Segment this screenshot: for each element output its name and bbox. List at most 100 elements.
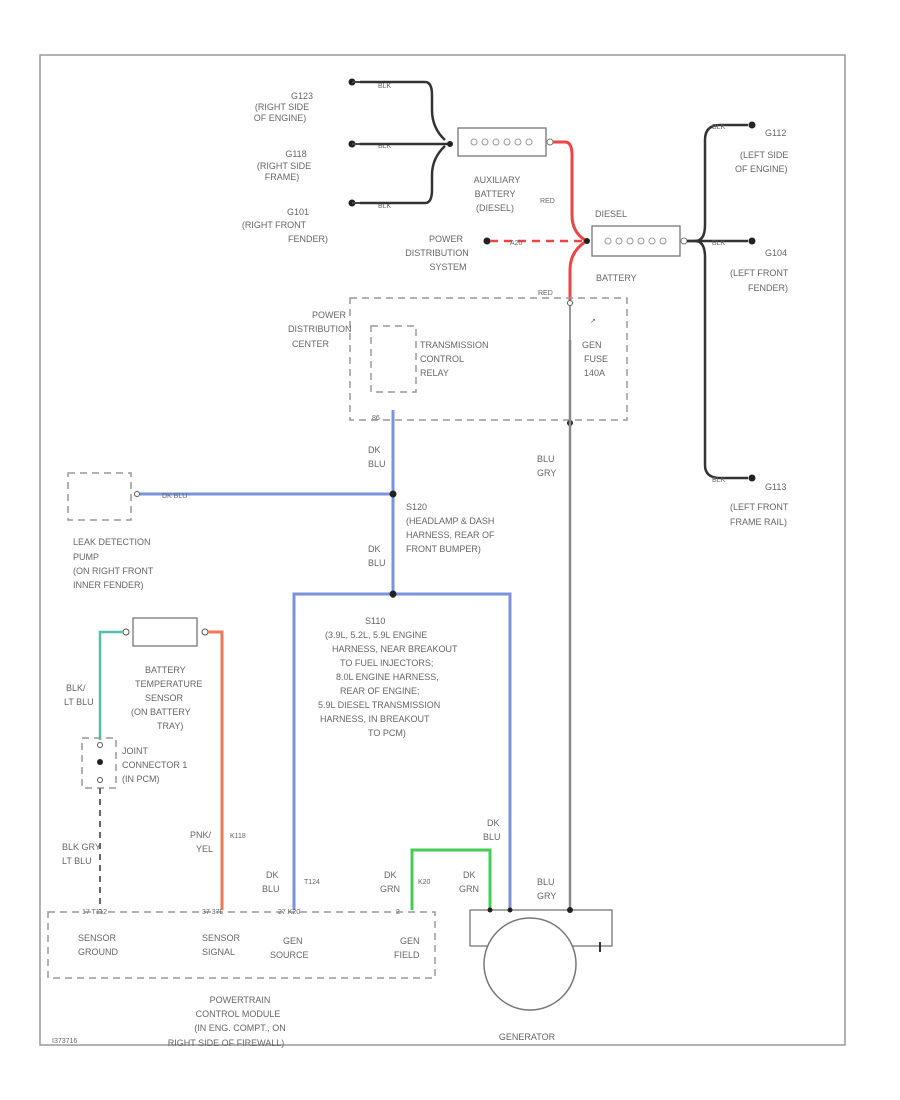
svg-text:(LEFT SIDE: (LEFT SIDE <box>740 150 788 160</box>
svg-text:27 K20: 27 K20 <box>278 909 300 916</box>
svg-text:RIGHT SIDE OF FIREWALL): RIGHT SIDE OF FIREWALL) <box>168 1038 285 1048</box>
svg-text:CONTROL MODULE: CONTROL MODULE <box>196 1009 281 1019</box>
ground-g118: BLK G118 (RIGHT SIDE FRAME) <box>257 140 392 182</box>
svg-text:BLK: BLK <box>378 143 392 150</box>
svg-text:BLU: BLU <box>537 454 555 464</box>
svg-text:LEAK DETECTION: LEAK DETECTION <box>73 537 151 547</box>
svg-text:BLK: BLK <box>378 203 392 210</box>
svg-text:DK: DK <box>368 445 381 455</box>
svg-text:GEN: GEN <box>582 340 602 350</box>
svg-text:17 T112: 17 T112 <box>82 909 107 916</box>
ground-g113: G113 (LEFT FRONT FRAME RAIL) <box>730 482 789 527</box>
svg-text:(DIESEL): (DIESEL) <box>476 203 514 213</box>
svg-text:DK: DK <box>266 870 279 880</box>
svg-text:AUXILIARY: AUXILIARY <box>474 175 521 185</box>
svg-text:FRAME): FRAME) <box>265 172 300 182</box>
svg-text:(HEADLAMP & DASH: (HEADLAMP & DASH <box>406 516 494 526</box>
svg-text:BLU: BLU <box>368 459 386 469</box>
svg-text:CONNECTOR 1: CONNECTOR 1 <box>122 760 187 770</box>
power-distribution-system: A20 POWER DISTRIBUTION SYSTEM <box>405 234 585 272</box>
svg-text:POWER: POWER <box>312 310 347 320</box>
svg-text:BLU: BLU <box>537 877 555 887</box>
svg-text:(ON BATTERY: (ON BATTERY <box>131 707 191 717</box>
battery-temperature-sensor: BATTERY TEMPERATURE SENSOR (ON BATTERY T… <box>122 617 209 731</box>
svg-text:BLK: BLK <box>712 240 726 247</box>
svg-text:S110: S110 <box>365 616 385 626</box>
svg-text:SENSOR: SENSOR <box>145 693 184 703</box>
svg-text:G104: G104 <box>765 248 787 258</box>
g118-id: G118 <box>285 149 306 159</box>
powertrain-control-module: 17 T112 37 37L 27 K20 2 SENSOR GROUND SE… <box>47 909 436 1048</box>
transmission-control-relay: TRANSMISSION CONTROL RELAY <box>370 325 489 393</box>
svg-text:FIELD: FIELD <box>394 950 420 960</box>
svg-text:HARNESS, IN BREAKOUT: HARNESS, IN BREAKOUT <box>320 714 430 724</box>
splice-s110: S110 (3.9L, 5.2L, 5.9L ENGINE HARNESS, N… <box>318 616 458 738</box>
svg-text:GRY: GRY <box>537 468 556 478</box>
svg-text:(IN PCM): (IN PCM) <box>122 774 160 784</box>
svg-text:2: 2 <box>396 909 400 916</box>
ground-g101: BLK G101 (RIGHT FRONT FENDER) <box>242 199 392 244</box>
svg-text:RELAY: RELAY <box>420 368 449 378</box>
g123-id: G123 <box>291 91 313 101</box>
svg-text:CONTROL: CONTROL <box>420 354 464 364</box>
svg-text:8.0L ENGINE HARNESS,: 8.0L ENGINE HARNESS, <box>336 672 439 682</box>
diagram-frame <box>39 54 846 1046</box>
svg-text:5.9L DIESEL TRANSMISSION: 5.9L DIESEL TRANSMISSION <box>318 700 440 710</box>
leak-detection-pump: LEAK DETECTION PUMP (ON RIGHT FRONT INNE… <box>67 472 154 590</box>
svg-text:LT BLU: LT BLU <box>62 856 92 866</box>
wire-label-blk: BLK <box>378 83 392 90</box>
svg-text:PUMP: PUMP <box>73 552 99 562</box>
joint-connector: JOINT CONNECTOR 1 (IN PCM) <box>81 737 187 789</box>
svg-text:(RIGHT FRONT: (RIGHT FRONT <box>242 220 307 230</box>
svg-text:K20: K20 <box>418 879 431 886</box>
svg-text:REAR OF ENGINE;: REAR OF ENGINE; <box>340 686 420 696</box>
diagram-code: I373716 <box>52 1038 77 1045</box>
svg-text:POWERTRAIN: POWERTRAIN <box>210 995 271 1005</box>
svg-text:BLU: BLU <box>483 832 501 842</box>
svg-text:(3.9L, 5.2L, 5.9L ENGINE: (3.9L, 5.2L, 5.9L ENGINE <box>325 630 427 640</box>
svg-text:PNK/: PNK/ <box>190 830 212 840</box>
svg-text:TRAY): TRAY) <box>157 721 183 731</box>
svg-text:CENTER: CENTER <box>292 339 330 349</box>
svg-text:DK: DK <box>463 870 476 880</box>
svg-text:OF ENGINE): OF ENGINE) <box>254 113 307 123</box>
svg-text:FENDER): FENDER) <box>288 234 328 244</box>
svg-text:OF ENGINE): OF ENGINE) <box>735 164 788 174</box>
svg-text:DK: DK <box>384 870 397 880</box>
wire-label-a20: A20 <box>510 240 523 247</box>
pin-sensor-ground: SENSOR <box>78 933 117 943</box>
svg-text:TRANSMISSION: TRANSMISSION <box>420 340 489 350</box>
svg-text:BLK: BLK <box>712 477 726 484</box>
svg-text:FRONT BUMPER): FRONT BUMPER) <box>406 544 481 554</box>
svg-text:140A: 140A <box>584 368 605 378</box>
ground-g123: BLK G123 (RIGHT SIDE OF ENGINE) <box>254 78 392 123</box>
svg-text:BLK: BLK <box>712 124 726 131</box>
svg-text:(IN ENG. COMPT., ON: (IN ENG. COMPT., ON <box>194 1023 286 1033</box>
svg-text:HARNESS, NEAR BREAKOUT: HARNESS, NEAR BREAKOUT <box>332 644 458 654</box>
generator-label: GENERATOR <box>499 1032 556 1042</box>
svg-text:BLU: BLU <box>262 884 280 894</box>
svg-text:37 37L: 37 37L <box>202 909 224 916</box>
svg-text:BLK GRY: BLK GRY <box>62 842 101 852</box>
power-distribution-center: POWER DISTRIBUTION CENTER <box>288 297 628 421</box>
svg-text:GROUND: GROUND <box>78 947 118 957</box>
pin-gen-source: GEN <box>283 936 303 946</box>
svg-text:DISTRIBUTION: DISTRIBUTION <box>288 324 352 334</box>
svg-text:JOINT: JOINT <box>122 746 149 756</box>
svg-text:GRN: GRN <box>380 884 400 894</box>
svg-text:HARNESS, REAR OF: HARNESS, REAR OF <box>406 530 495 540</box>
svg-text:(LEFT FRONT: (LEFT FRONT <box>730 268 789 278</box>
svg-text:FENDER): FENDER) <box>748 283 788 293</box>
svg-text:K118: K118 <box>230 833 246 840</box>
svg-text:DK BLU: DK BLU <box>162 493 187 500</box>
pin-sensor-signal: SENSOR <box>202 933 241 943</box>
svg-text:GRN: GRN <box>459 884 479 894</box>
svg-text:BATTERY: BATTERY <box>145 665 186 675</box>
main-battery: DIESEL BATTERY <box>584 209 688 283</box>
svg-text:FUSE: FUSE <box>584 354 608 364</box>
svg-text:BLK/: BLK/ <box>66 683 86 693</box>
wire-label-red: RED <box>540 198 555 205</box>
svg-text:FRAME RAIL): FRAME RAIL) <box>730 517 787 527</box>
svg-text:TO FUEL INJECTORS;: TO FUEL INJECTORS; <box>340 658 433 668</box>
svg-text:(LEFT FRONT: (LEFT FRONT <box>730 502 789 512</box>
